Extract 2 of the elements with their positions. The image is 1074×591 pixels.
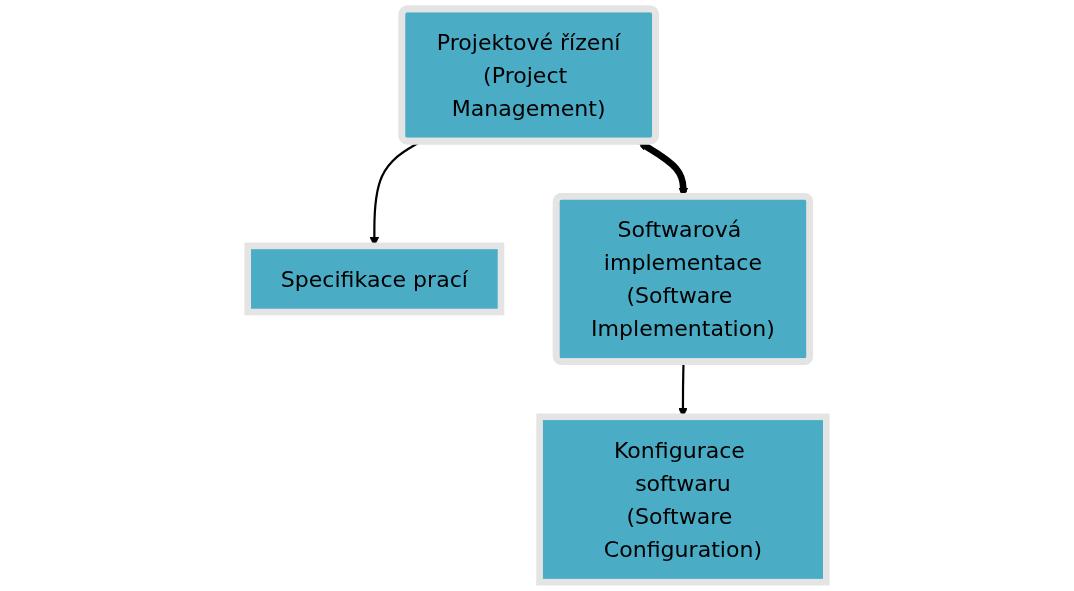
node-box: Specifikace prací — [244, 242, 505, 316]
node-box: Konfigurace softwaru (Software Configuration) — [536, 413, 830, 586]
